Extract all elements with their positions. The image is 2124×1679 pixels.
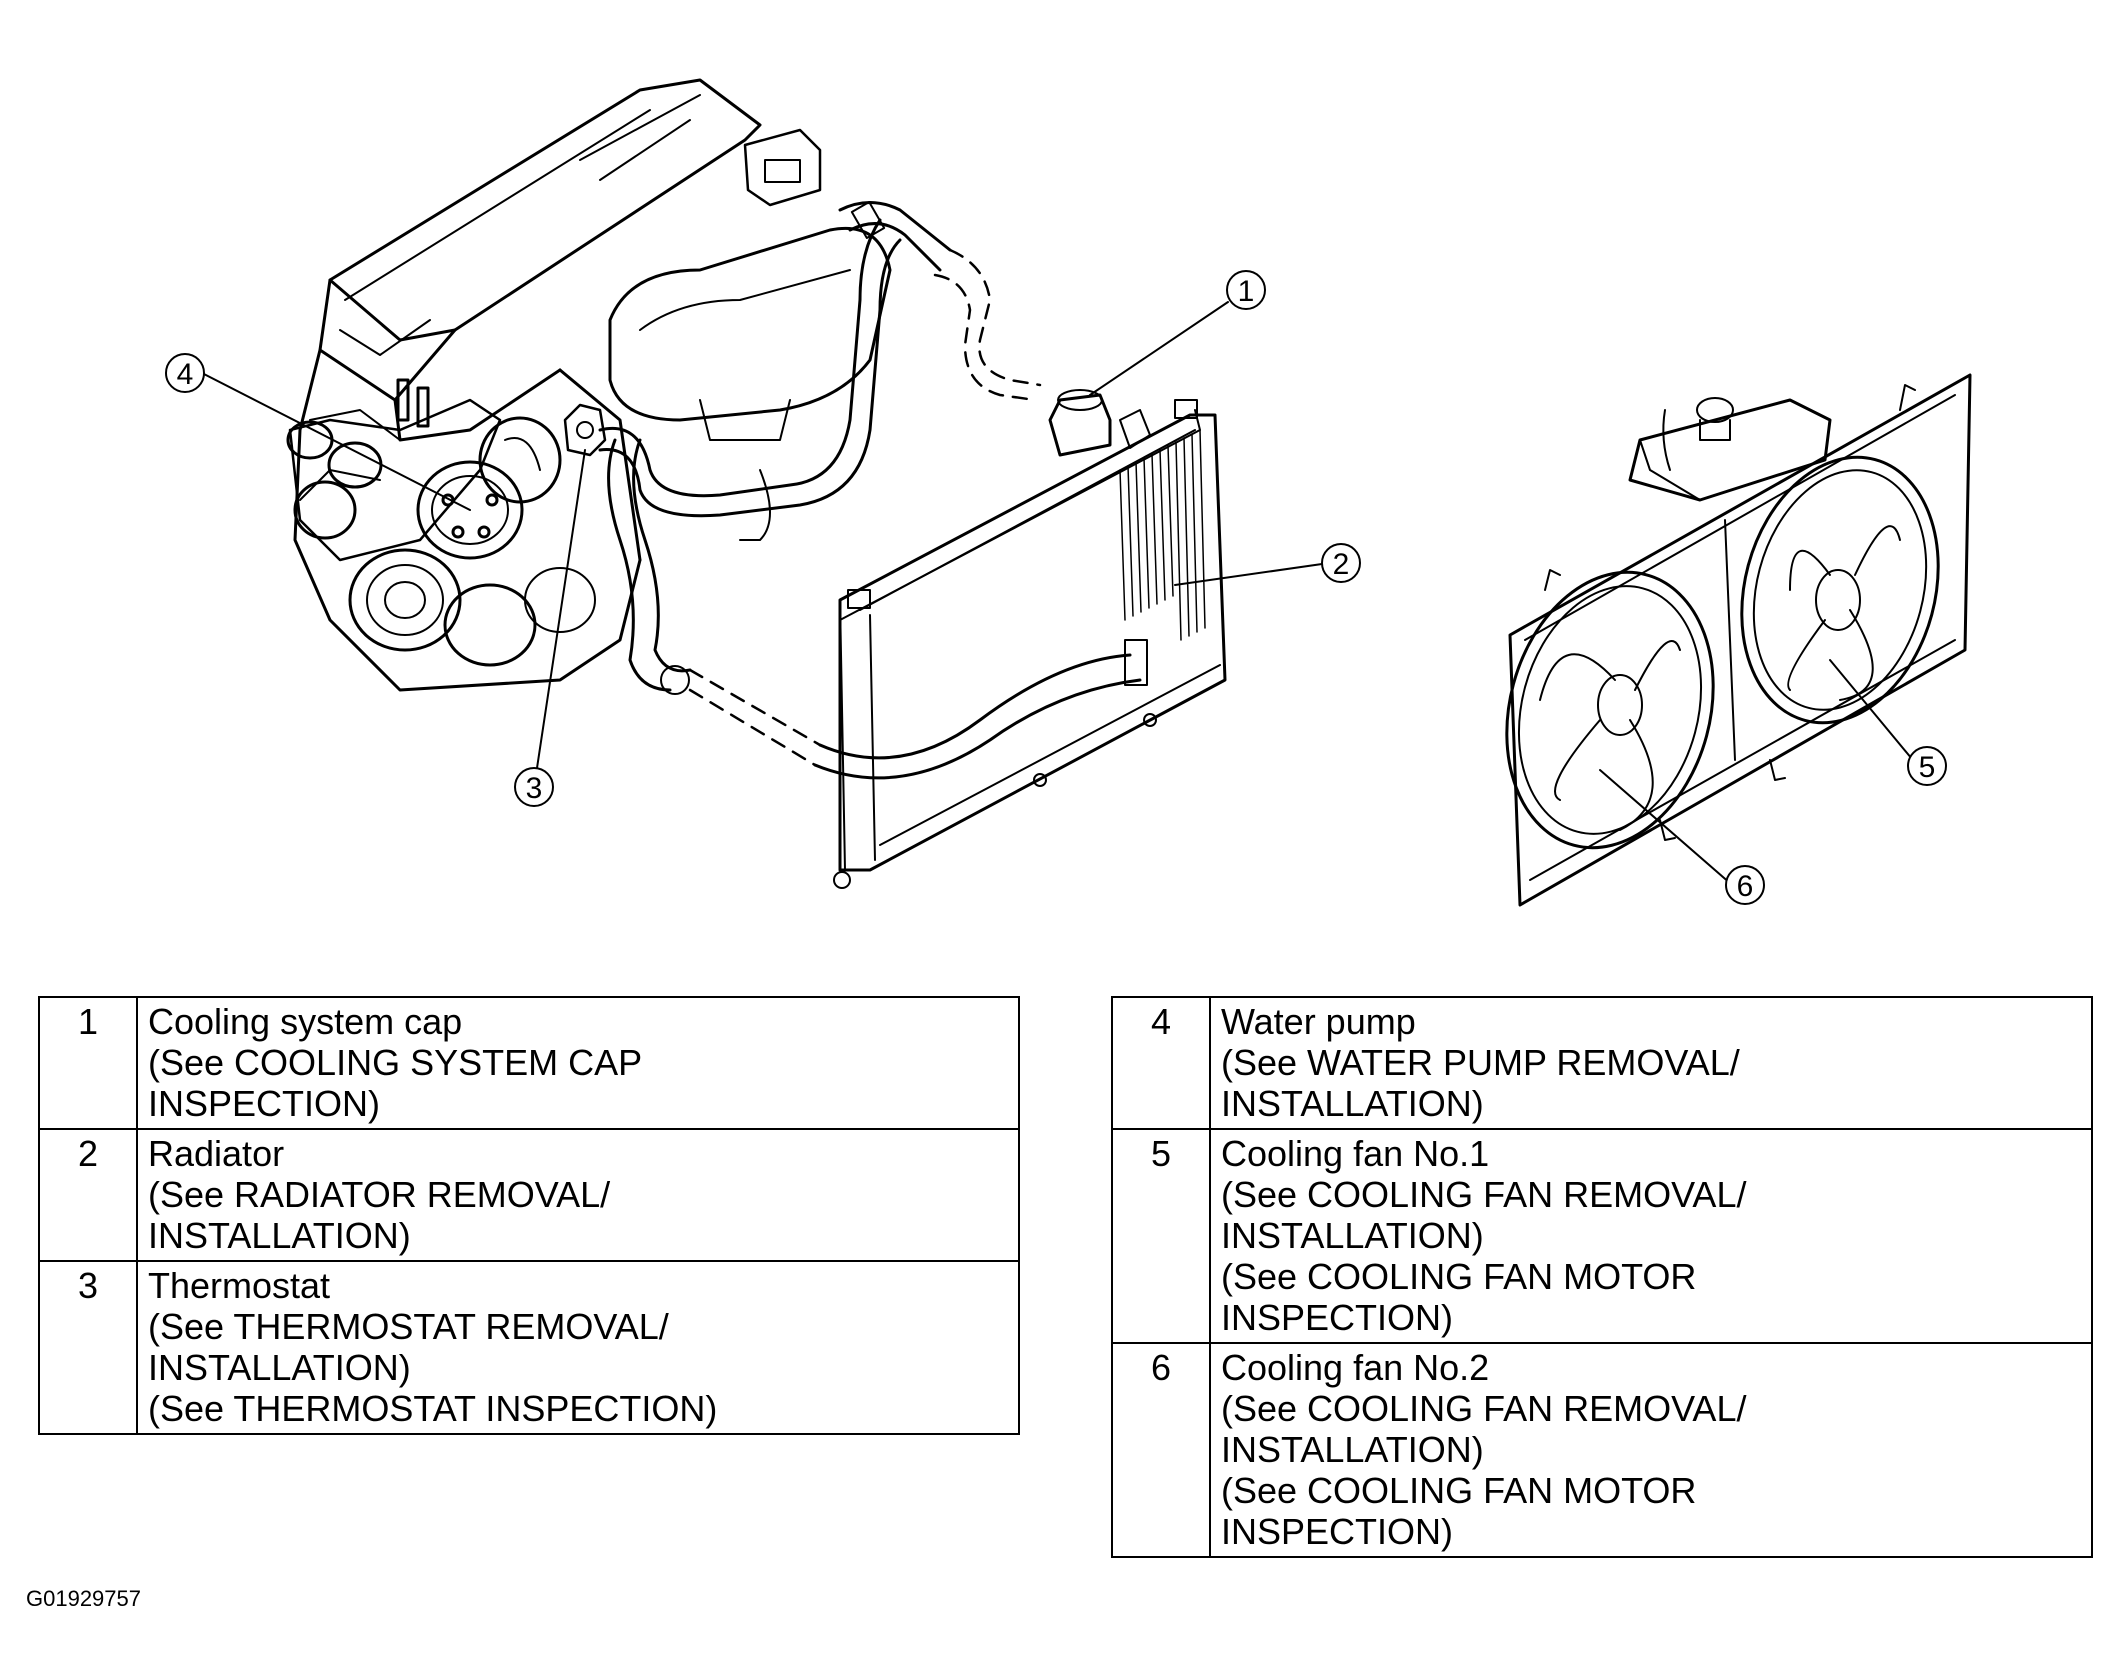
legend-line: Cooling system cap bbox=[148, 1001, 463, 1042]
legend-description: Cooling fan No.2 (See COOLING FAN REMOVA… bbox=[1209, 1342, 2093, 1558]
callout-3: 3 bbox=[514, 767, 554, 807]
svg-text:4: 4 bbox=[177, 358, 194, 391]
legend-line: Cooling fan No.2 bbox=[1221, 1347, 1490, 1388]
legend-line: (See THERMOSTAT REMOVAL/ bbox=[148, 1306, 669, 1347]
callout-5: 5 bbox=[1907, 746, 1947, 786]
leader-lines bbox=[199, 301, 1913, 885]
legend-line: INSPECTION) bbox=[1221, 1297, 1454, 1338]
legend-line: (See THERMOSTAT INSPECTION) bbox=[148, 1388, 718, 1429]
legend-table-right: 4 Water pump (See WATER PUMP REMOVAL/ IN… bbox=[1111, 996, 2093, 1558]
legend-description: Cooling system cap (See COOLING SYSTEM C… bbox=[136, 996, 1020, 1130]
legend-line: Thermostat bbox=[148, 1265, 331, 1306]
legend-description: Cooling fan No.1 (See COOLING FAN REMOVA… bbox=[1209, 1128, 2093, 1344]
callout-2: 2 bbox=[1321, 543, 1361, 583]
legend-description: Radiator (See RADIATOR REMOVAL/ INSTALLA… bbox=[136, 1128, 1020, 1262]
legend-line: (See COOLING FAN REMOVAL/ bbox=[1221, 1174, 1747, 1215]
svg-text:3: 3 bbox=[526, 772, 543, 805]
callout-6: 6 bbox=[1725, 865, 1765, 905]
cooling-system-diagram: 1 2 3 4 5 6 bbox=[165, 78, 1972, 907]
engine-illustration bbox=[286, 78, 952, 692]
legend-line: (See COOLING FAN MOTOR bbox=[1221, 1470, 1697, 1511]
legend-row: 5 Cooling fan No.1 (See COOLING FAN REMO… bbox=[1111, 1128, 2093, 1344]
legend-description: Water pump (See WATER PUMP REMOVAL/ INST… bbox=[1209, 996, 2093, 1130]
callout-1: 1 bbox=[1226, 270, 1266, 310]
callout-4: 4 bbox=[165, 353, 205, 393]
legend-line: Cooling fan No.1 bbox=[1221, 1133, 1490, 1174]
legend-line: (See WATER PUMP REMOVAL/ bbox=[1221, 1042, 1740, 1083]
legend-row: 3 Thermostat (See THERMOSTAT REMOVAL/ IN… bbox=[38, 1260, 1020, 1435]
svg-text:5: 5 bbox=[1919, 751, 1936, 784]
svg-text:2: 2 bbox=[1333, 548, 1350, 581]
legend-table-left: 1 Cooling system cap (See COOLING SYSTEM… bbox=[38, 996, 1020, 1435]
legend-line: Water pump bbox=[1221, 1001, 1416, 1042]
legend-line: INSTALLATION) bbox=[148, 1347, 411, 1388]
legend-row: 6 Cooling fan No.2 (See COOLING FAN REMO… bbox=[1111, 1342, 2093, 1558]
legend-line: (See COOLING SYSTEM CAP bbox=[148, 1042, 643, 1083]
legend-line: INSPECTION) bbox=[1221, 1511, 1454, 1552]
legend-row: 1 Cooling system cap (See COOLING SYSTEM… bbox=[38, 996, 1020, 1130]
legend-row: 4 Water pump (See WATER PUMP REMOVAL/ IN… bbox=[1111, 996, 2093, 1130]
legend-line: INSPECTION) bbox=[148, 1083, 381, 1124]
legend-line: INSTALLATION) bbox=[148, 1215, 411, 1256]
legend-line: INSTALLATION) bbox=[1221, 1215, 1484, 1256]
dashed-hoses bbox=[688, 248, 1042, 767]
legend-number: 6 bbox=[1111, 1342, 1211, 1558]
figure-id: G01929757 bbox=[26, 1586, 141, 1611]
legend-line: INSTALLATION) bbox=[1221, 1083, 1484, 1124]
fan-assembly-illustration bbox=[1505, 373, 1972, 907]
legend-number: 1 bbox=[38, 996, 138, 1130]
lower-hose bbox=[607, 438, 692, 695]
legend-line: INSTALLATION) bbox=[1221, 1429, 1484, 1470]
svg-text:1: 1 bbox=[1238, 275, 1255, 308]
legend-line: (See RADIATOR REMOVAL/ bbox=[148, 1174, 611, 1215]
legend-line: (See COOLING FAN MOTOR bbox=[1221, 1256, 1697, 1297]
legend-description: Thermostat (See THERMOSTAT REMOVAL/ INST… bbox=[136, 1260, 1020, 1435]
legend-number: 3 bbox=[38, 1260, 138, 1435]
legend-number: 5 bbox=[1111, 1128, 1211, 1344]
radiator-illustration bbox=[813, 389, 1227, 889]
legend-number: 4 bbox=[1111, 996, 1211, 1130]
svg-text:6: 6 bbox=[1737, 870, 1754, 903]
legend-line: Radiator bbox=[148, 1133, 285, 1174]
legend-line: (See COOLING FAN REMOVAL/ bbox=[1221, 1388, 1747, 1429]
legend-number: 2 bbox=[38, 1128, 138, 1262]
legend-row: 2 Radiator (See RADIATOR REMOVAL/ INSTAL… bbox=[38, 1128, 1020, 1262]
